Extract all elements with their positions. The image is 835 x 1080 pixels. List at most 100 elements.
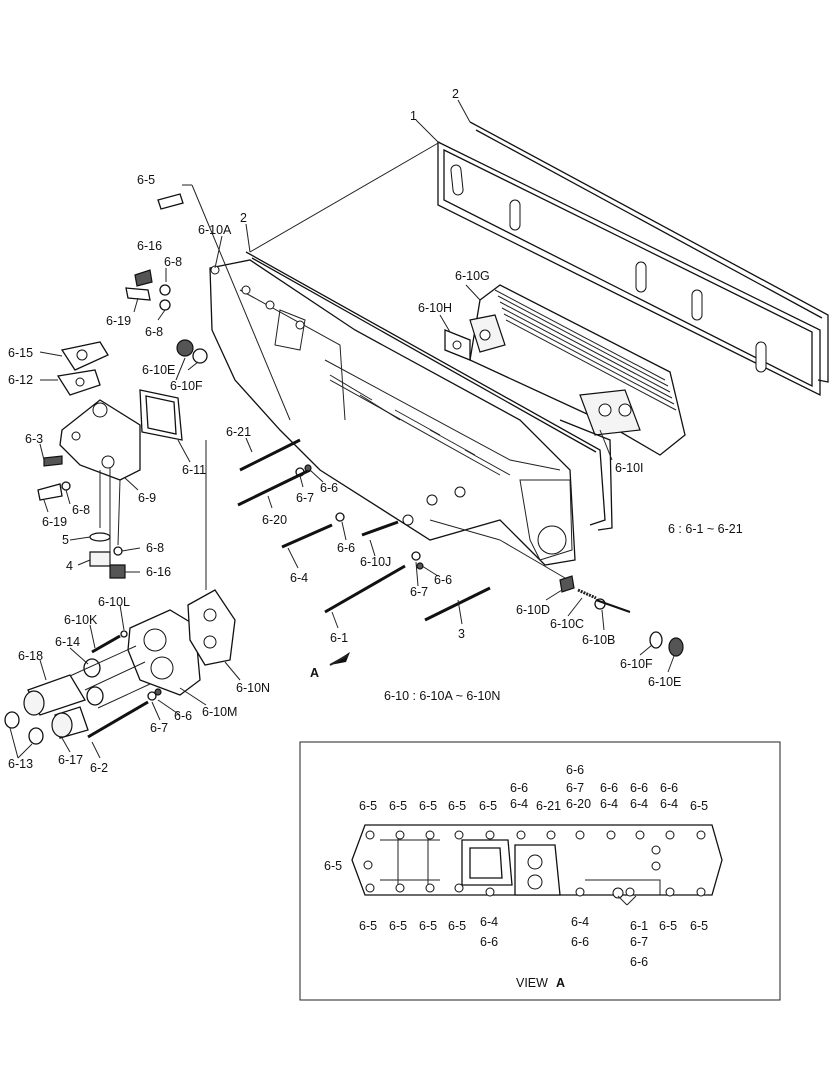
view-bot-3: 6-5 <box>448 919 466 933</box>
label-6-13: 6-13 <box>8 757 33 771</box>
label-6-10B: 6-10B <box>582 633 615 647</box>
label-6-10A: 6-10A <box>198 223 232 237</box>
label-6-5: 6-5 <box>137 173 155 187</box>
view-top-r3-4: 6-5 <box>479 799 497 813</box>
thermostats-6-17-6-18 <box>4 658 104 745</box>
view-top-r3-7: 6-20 <box>566 797 591 811</box>
label-6-7b: 6-7 <box>410 585 428 599</box>
housing-6-10M <box>127 609 201 696</box>
label-6-10F-top: 6-10F <box>170 379 203 393</box>
label-6-16a: 6-16 <box>137 239 162 253</box>
label-6-8d: 6-8 <box>146 541 164 555</box>
view-top-r1-c: 6-6 <box>630 781 648 795</box>
legend-group-6: 6 : 6-1 ~ 6-21 <box>668 522 743 536</box>
label-6-21: 6-21 <box>226 425 251 439</box>
gasket-6-11 <box>139 389 183 441</box>
label-6-18: 6-18 <box>18 649 43 663</box>
view-top-r1-a: 6-6 <box>510 781 528 795</box>
label-6-11: 6-11 <box>182 463 206 477</box>
oring-6-10E-top <box>176 339 208 364</box>
view-bot-7: 6-5 <box>659 919 677 933</box>
label-6-6b: 6-6 <box>337 541 355 555</box>
view-top-r2-a: 6-4 <box>510 797 528 811</box>
label-6-9: 6-9 <box>138 491 156 505</box>
view-a-panel <box>299 741 781 1001</box>
view-bot-8: 6-5 <box>690 919 708 933</box>
view-top-r2-b: 6-7 <box>566 781 584 795</box>
label-6-3: 6-3 <box>25 432 43 446</box>
label-6-1: 6-1 <box>330 631 348 645</box>
view-top-r1-b: 6-6 <box>600 781 618 795</box>
oil-cooler-gasket <box>559 419 613 531</box>
manifold-body <box>209 251 606 566</box>
view-top-r1-d: 6-6 <box>660 781 678 795</box>
legend-group-6-10: 6-10 : 6-10A ~ 6-10N <box>384 689 500 703</box>
label-6-7a: 6-7 <box>296 491 314 505</box>
leader-lines <box>9 99 675 759</box>
label-4: 4 <box>66 559 73 573</box>
view-top-r3-2: 6-5 <box>419 799 437 813</box>
view-top-r2-d: 6-4 <box>660 797 678 811</box>
label-6-10F-bot: 6-10F <box>620 657 653 671</box>
view-left: 6-5 <box>324 859 342 873</box>
plug-4-oring-5 <box>89 532 126 579</box>
view-bot-6: 6-1 <box>630 919 648 933</box>
callout-labels: 1 2 2 3 6-5 6-10A 6-16 6-8 6-19 6-8 6-10… <box>8 87 743 775</box>
view-top-r3-3: 6-5 <box>448 799 466 813</box>
label-6-12: 6-12 <box>8 373 33 387</box>
view-title-letter: A <box>556 976 565 990</box>
label-6-8a: 6-8 <box>164 255 182 269</box>
label-6-10L: 6-10L <box>98 595 130 609</box>
view-title: VIEW <box>516 976 548 990</box>
view-bot2-1: 6-6 <box>571 935 589 949</box>
view-top-r3-9: 6-4 <box>630 797 648 811</box>
label-2a: 2 <box>452 87 459 101</box>
label-5: 5 <box>62 533 69 547</box>
gasket-2-rear <box>469 121 829 383</box>
label-6-7c: 6-7 <box>150 721 168 735</box>
label-6-17: 6-17 <box>58 753 83 767</box>
label-6-10E-bot: 6-10E <box>648 675 681 689</box>
label-6-10E-top: 6-10E <box>142 363 175 377</box>
filter-head-6-9 <box>59 399 141 481</box>
label-6-10I: 6-10I <box>615 461 644 475</box>
label-6-14: 6-14 <box>55 635 80 649</box>
view-arrow-a <box>329 652 350 666</box>
label-6-16b: 6-16 <box>146 565 171 579</box>
label-6-10K: 6-10K <box>64 613 98 627</box>
label-6-10G: 6-10G <box>455 269 490 283</box>
view-bot2-0: 6-6 <box>480 935 498 949</box>
label-6-6a: 6-6 <box>320 481 338 495</box>
label-2b: 2 <box>240 211 247 225</box>
view-top-r3-1: 6-5 <box>389 799 407 813</box>
flange-6-15 <box>60 341 109 371</box>
gasket-6-10N <box>187 589 236 666</box>
label-3: 3 <box>458 627 465 641</box>
view-bot-4: 6-4 <box>480 915 498 929</box>
view-bot-0: 6-5 <box>359 919 377 933</box>
view-bot-1: 6-5 <box>389 919 407 933</box>
label-6-8c: 6-8 <box>72 503 90 517</box>
label-6-15: 6-15 <box>8 346 33 360</box>
label-6-6c: 6-6 <box>434 573 452 587</box>
view-bot-2: 6-5 <box>419 919 437 933</box>
view-bot2-2: 6-7 <box>630 935 648 949</box>
view-top-r3-11: 6-5 <box>690 799 708 813</box>
label-1: 1 <box>410 109 417 123</box>
view-bot-5: 6-4 <box>571 915 589 929</box>
view-top-mid: 6-6 <box>566 763 584 777</box>
gasket-1 <box>437 140 821 397</box>
relief-valve-parts-6-10B-6-10E <box>559 575 684 657</box>
label-6-10M: 6-10M <box>202 705 237 719</box>
label-6-10H: 6-10H <box>418 301 452 315</box>
view-top-r2-c: 6-4 <box>600 797 618 811</box>
view-a-labels: 6-6 6-6 6-6 6-6 6-6 6-4 6-7 6-4 6-4 6-5 … <box>324 763 708 990</box>
label-6-20: 6-20 <box>262 513 287 527</box>
label-6-2: 6-2 <box>90 761 108 775</box>
oil-cooler-element <box>444 284 686 456</box>
label-6-6d: 6-6 <box>174 709 192 723</box>
label-6-4: 6-4 <box>290 571 308 585</box>
label-arrow-a: A <box>310 666 319 680</box>
label-6-8b: 6-8 <box>145 325 163 339</box>
